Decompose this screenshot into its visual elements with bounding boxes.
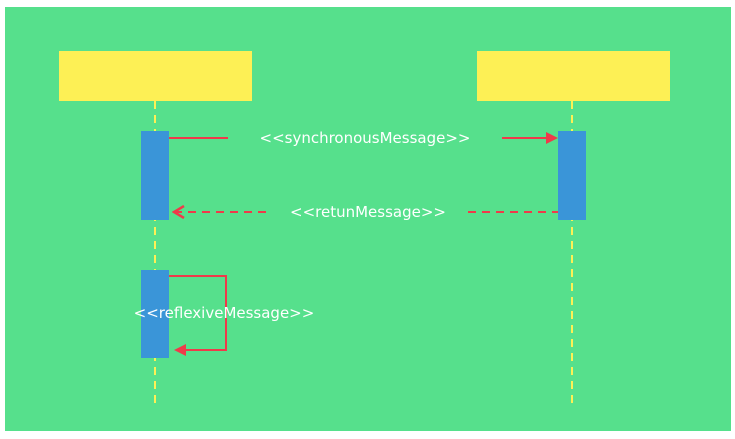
sync-message-label: <<synchronousMessage>> <box>260 129 471 147</box>
reflexive-message-label: <<reflexiveMessage>> <box>134 304 315 322</box>
activation-bar-left-1 <box>141 131 169 220</box>
reflexive-message-arrow <box>169 275 227 356</box>
return-message-label: <<retunMessage>> <box>290 203 446 221</box>
activation-bar-left-2 <box>141 270 169 358</box>
lifeline-header-right <box>477 51 670 101</box>
activation-bar-right-1 <box>558 131 586 220</box>
lifeline-header-left <box>59 51 252 101</box>
